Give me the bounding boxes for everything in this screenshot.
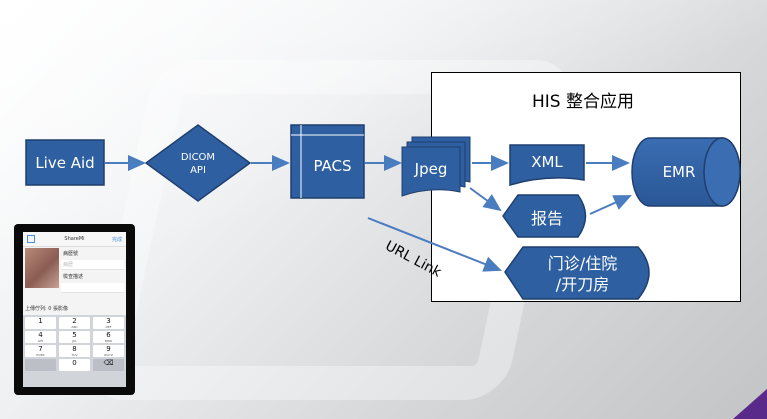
key-1[interactable]: 1 bbox=[25, 317, 56, 329]
pacs-label: PACS bbox=[313, 157, 352, 175]
report-node bbox=[502, 194, 587, 238]
clinic-node bbox=[504, 246, 650, 300]
key-blank bbox=[25, 359, 56, 371]
key-0[interactable]: 0 bbox=[59, 359, 90, 371]
phone-field-id-input[interactable]: 病歷 bbox=[61, 260, 124, 270]
phone-nav-title: ShareMi bbox=[64, 236, 85, 242]
backspace-icon: ⌫ bbox=[103, 359, 114, 367]
his-title: HIS 整合应用 bbox=[532, 92, 634, 112]
jpeg-label: Jpeg bbox=[414, 160, 448, 178]
live-aid-label: Live Aid bbox=[35, 153, 95, 172]
live-aid-node bbox=[25, 139, 105, 186]
xml-label: XML bbox=[531, 153, 563, 171]
emr-label: EMR bbox=[662, 163, 696, 181]
arrow-pacs-clinic bbox=[367, 217, 502, 272]
backspace-key[interactable]: ⌫ bbox=[93, 359, 124, 371]
xml-node bbox=[509, 144, 585, 187]
phone-field-desc-label: 檢查描述 bbox=[63, 274, 84, 280]
pacs-node bbox=[290, 124, 365, 199]
book-icon[interactable] bbox=[27, 235, 35, 243]
corner-decoration bbox=[733, 389, 767, 419]
jpeg-node bbox=[401, 146, 461, 197]
phone-nav-bar: ShareMi 完成 bbox=[23, 232, 126, 247]
phone-field-id-label: 病歷號 bbox=[63, 251, 79, 257]
phone-photo-thumbnail[interactable] bbox=[25, 248, 59, 288]
phone-done-button[interactable]: 完成 bbox=[111, 237, 122, 243]
dicom-api-label: DICOM API bbox=[180, 152, 216, 176]
dicom-api-node bbox=[144, 124, 252, 202]
report-label: 报告 bbox=[530, 209, 563, 228]
arrow-report-emr bbox=[589, 195, 632, 215]
phone-field-desc-input[interactable] bbox=[61, 283, 124, 293]
arrow-jpeg-report bbox=[469, 187, 502, 212]
phone-upload-status: 上傳佇列: 0 張影像 bbox=[25, 306, 69, 312]
emr-node-cap bbox=[703, 137, 741, 207]
clinic-label: 门诊/住院 /开刀房 bbox=[547, 254, 618, 294]
